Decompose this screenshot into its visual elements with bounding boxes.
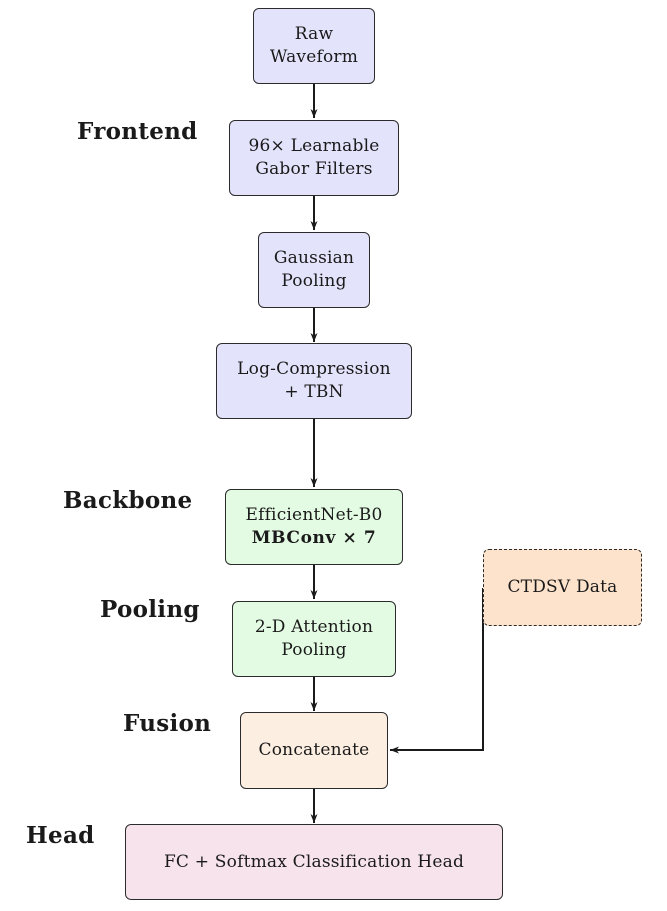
gabor-filters-line-2: Gabor Filters	[255, 159, 373, 179]
stage-label-fusion: Fusion	[123, 710, 212, 737]
attention-pooling-node: 2-D Attention Pooling	[232, 601, 396, 677]
efficientnet-node: EfficientNet-B0 MBConv × 7	[225, 489, 403, 565]
gabor-filters-node: 96× Learnable Gabor Filters	[229, 120, 399, 196]
raw-waveform-node: Raw Waveform	[253, 8, 375, 84]
gaussian-pooling-line-2: Pooling	[281, 271, 347, 291]
concatenate-node: Concatenate	[240, 712, 388, 789]
gaussian-pooling-line-1: Gaussian	[273, 248, 355, 268]
gaussian-pooling-node: Gaussian Pooling	[258, 232, 370, 308]
raw-waveform-line-1: Raw	[294, 24, 334, 44]
efficientnet-line-2: MBConv × 7	[251, 528, 377, 548]
classification-head-label: FC + Softmax Classification Head	[163, 851, 465, 872]
classification-head-node: FC + Softmax Classification Head	[125, 824, 503, 900]
raw-waveform-line-2: Waveform	[269, 47, 359, 67]
arrow-ctdsv-to-concatenate	[390, 588, 484, 754]
stage-label-head: Head	[26, 822, 95, 849]
attention-pooling-line-1: 2-D Attention	[254, 617, 374, 637]
stage-label-frontend: Frontend	[77, 118, 198, 145]
log-compression-node: Log-Compression + TBN	[216, 343, 412, 419]
ctdsv-data-node: CTDSV Data	[483, 549, 642, 626]
concatenate-label: Concatenate	[258, 740, 370, 760]
gabor-filters-line-1: 96× Learnable	[248, 136, 380, 156]
stage-label-backbone: Backbone	[63, 487, 193, 514]
ctdsv-data-label: CTDSV Data	[507, 577, 618, 597]
log-compression-line-2: + TBN	[284, 382, 344, 402]
attention-pooling-line-2: Pooling	[281, 640, 347, 660]
efficientnet-line-1: EfficientNet-B0	[245, 505, 383, 525]
log-compression-line-1: Log-Compression	[237, 359, 391, 379]
stage-label-pooling: Pooling	[100, 596, 200, 623]
